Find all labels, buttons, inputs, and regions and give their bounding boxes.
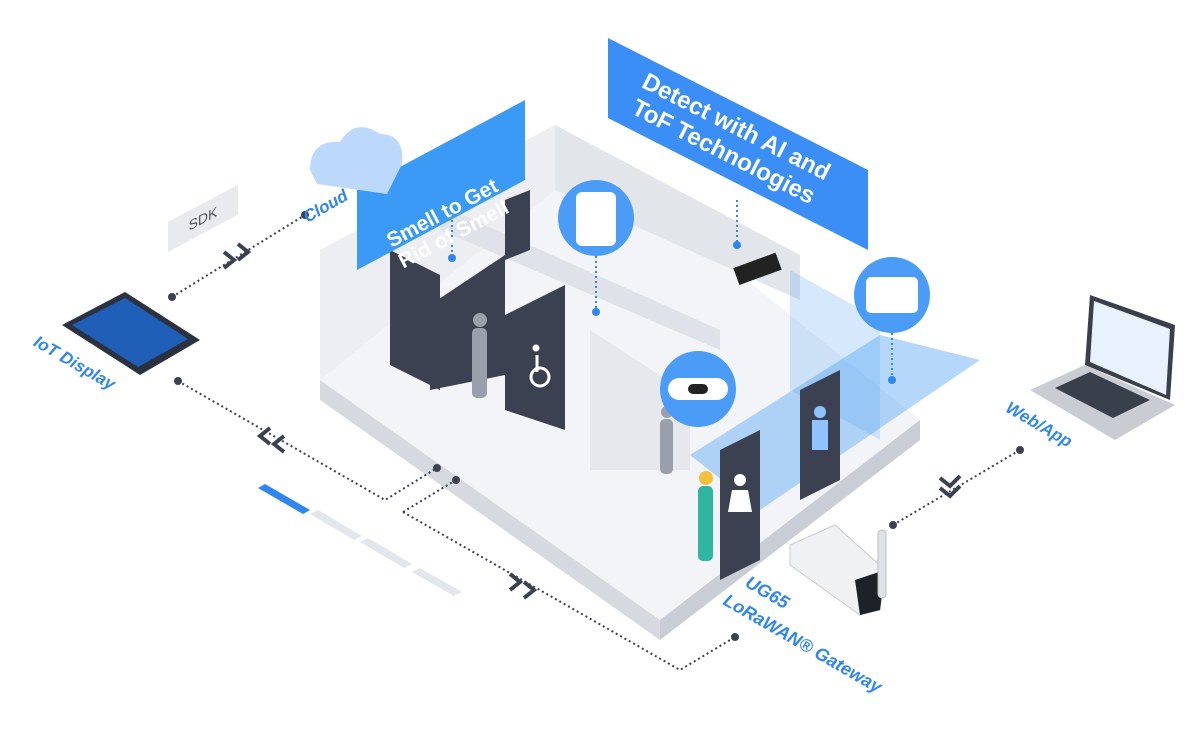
wheelchair-icon bbox=[529, 344, 551, 388]
room-base-left bbox=[320, 380, 660, 640]
female-icon bbox=[734, 474, 746, 486]
signal-strip bbox=[258, 484, 462, 596]
tof-sensor bbox=[733, 252, 782, 285]
male-icon bbox=[814, 406, 826, 418]
sensor-icon bbox=[558, 180, 634, 256]
detect-banner-bg bbox=[608, 38, 868, 250]
laptop-icon bbox=[1030, 295, 1175, 440]
cloud-icon bbox=[310, 127, 403, 194]
smell-banner-bg bbox=[357, 100, 525, 270]
stall-partition bbox=[505, 190, 530, 260]
person bbox=[472, 313, 487, 398]
stall-partition bbox=[505, 285, 565, 430]
chevrons-icon bbox=[222, 242, 962, 600]
person-thermal bbox=[698, 471, 713, 561]
sensor-icon bbox=[660, 351, 736, 427]
connection-lines bbox=[171, 214, 1021, 672]
stall-partition bbox=[390, 250, 440, 390]
sensor-icon bbox=[854, 257, 930, 333]
gateway-icon bbox=[789, 524, 887, 616]
back-wall-right bbox=[555, 125, 800, 300]
room-base-right bbox=[660, 420, 920, 640]
